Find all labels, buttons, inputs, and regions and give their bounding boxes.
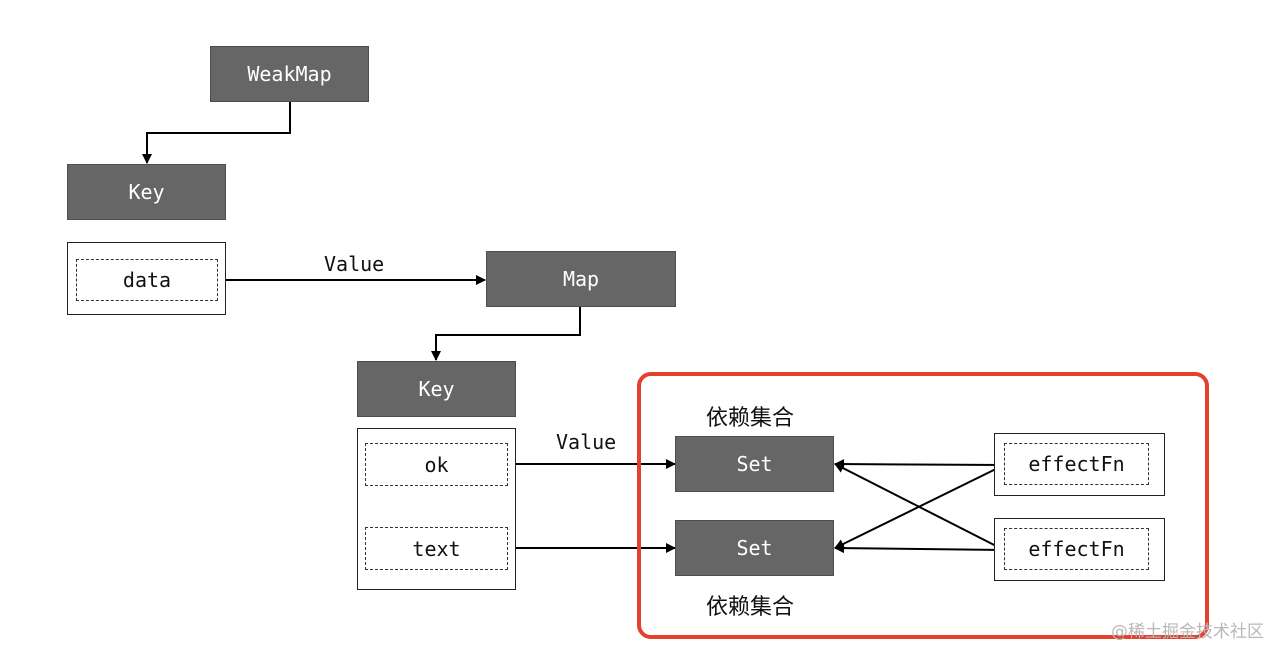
ok-entry: ok: [365, 443, 508, 486]
text-entry-label: text: [412, 536, 461, 561]
watermark: @稀土掘金技术社区: [1111, 622, 1264, 642]
inner-value-label: Value: [556, 430, 617, 454]
weakmap-node: WeakMap: [210, 46, 369, 102]
effectfn-label: effectFn: [1028, 537, 1125, 561]
effectfn-node-top: effectFn: [1004, 443, 1149, 485]
set-node-bottom: Set: [675, 520, 834, 576]
dependency-highlight-frame: [637, 372, 1209, 639]
data-entry-label: data: [122, 268, 172, 292]
ok-entry-label: ok: [424, 452, 449, 477]
outer-value-label: Value: [324, 252, 385, 276]
text-entry: text: [365, 527, 508, 570]
effect2-to-set2-arrow: [834, 543, 1005, 554]
effectfn-label: effectFn: [1028, 452, 1125, 476]
outer-key-label: Key: [128, 180, 165, 204]
set-label: Set: [736, 536, 773, 560]
dependency-caption-bottom: 依赖集合: [706, 595, 795, 620]
outer-key-node: Key: [67, 164, 226, 220]
map-label: Map: [562, 267, 600, 291]
inner-key-node: Key: [357, 361, 516, 417]
weakmap-label: WeakMap: [247, 62, 332, 86]
set-node-top: Set: [675, 436, 834, 492]
map-node: Map: [486, 251, 676, 307]
weakmap-to-key-arrow: [142, 102, 291, 164]
effect2-to-set1-arrow: [834, 463, 1005, 551]
dependency-caption-top: 依赖集合: [706, 406, 795, 431]
inner-key-label: Key: [418, 377, 455, 401]
effectfn-node-bottom: effectFn: [1004, 528, 1149, 570]
map-to-key-arrow: [431, 307, 581, 361]
data-entry: data: [76, 259, 218, 301]
set-label: Set: [736, 452, 773, 476]
effect1-to-set1-arrow: [834, 459, 1005, 470]
